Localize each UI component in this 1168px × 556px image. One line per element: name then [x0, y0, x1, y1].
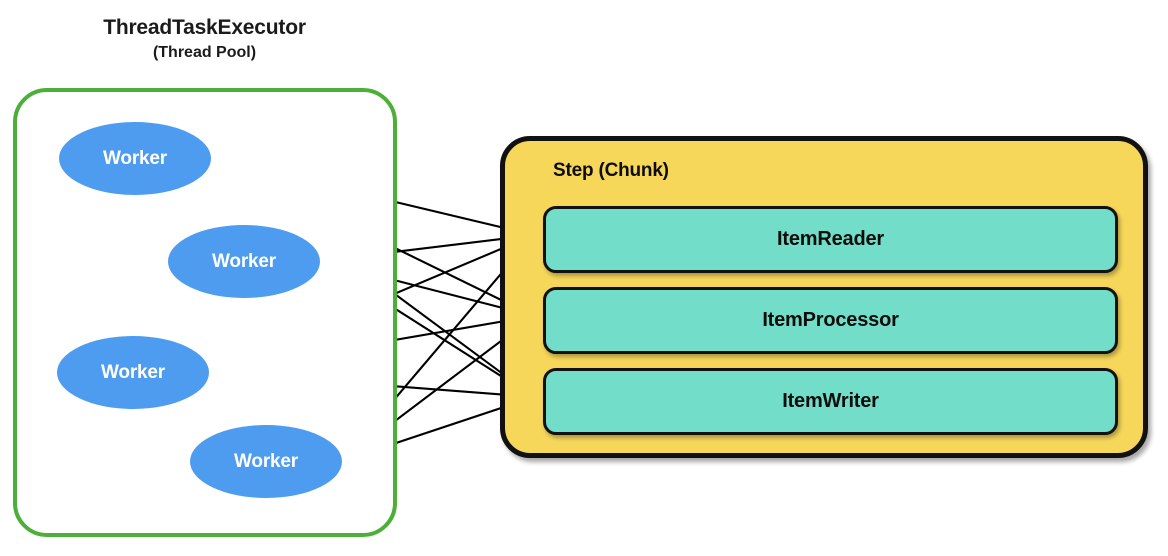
component-label: ItemWriter [782, 390, 879, 412]
component-item-reader[interactable]: ItemReader [543, 206, 1118, 273]
component-label: ItemProcessor [762, 309, 899, 331]
executor-subtitle: (Thread Pool) [152, 44, 257, 61]
worker-node-3[interactable]: Worker [57, 336, 209, 409]
component-label: ItemReader [777, 228, 884, 250]
worker-node-1[interactable]: Worker [59, 122, 211, 195]
component-item-writer[interactable]: ItemWriter [543, 368, 1118, 435]
worker-label: Worker [212, 250, 276, 272]
executor-title: ThreadTaskExecutor [103, 16, 306, 39]
worker-node-2[interactable]: Worker [168, 225, 320, 298]
worker-label: Worker [103, 147, 167, 169]
worker-label: Worker [234, 450, 298, 472]
step-chunk-container: Step (Chunk) ItemReader ItemProcessor It… [500, 136, 1148, 458]
component-item-processor[interactable]: ItemProcessor [543, 287, 1118, 354]
step-label: Step (Chunk) [553, 160, 669, 181]
worker-label: Worker [101, 361, 165, 383]
worker-node-4[interactable]: Worker [190, 425, 342, 498]
